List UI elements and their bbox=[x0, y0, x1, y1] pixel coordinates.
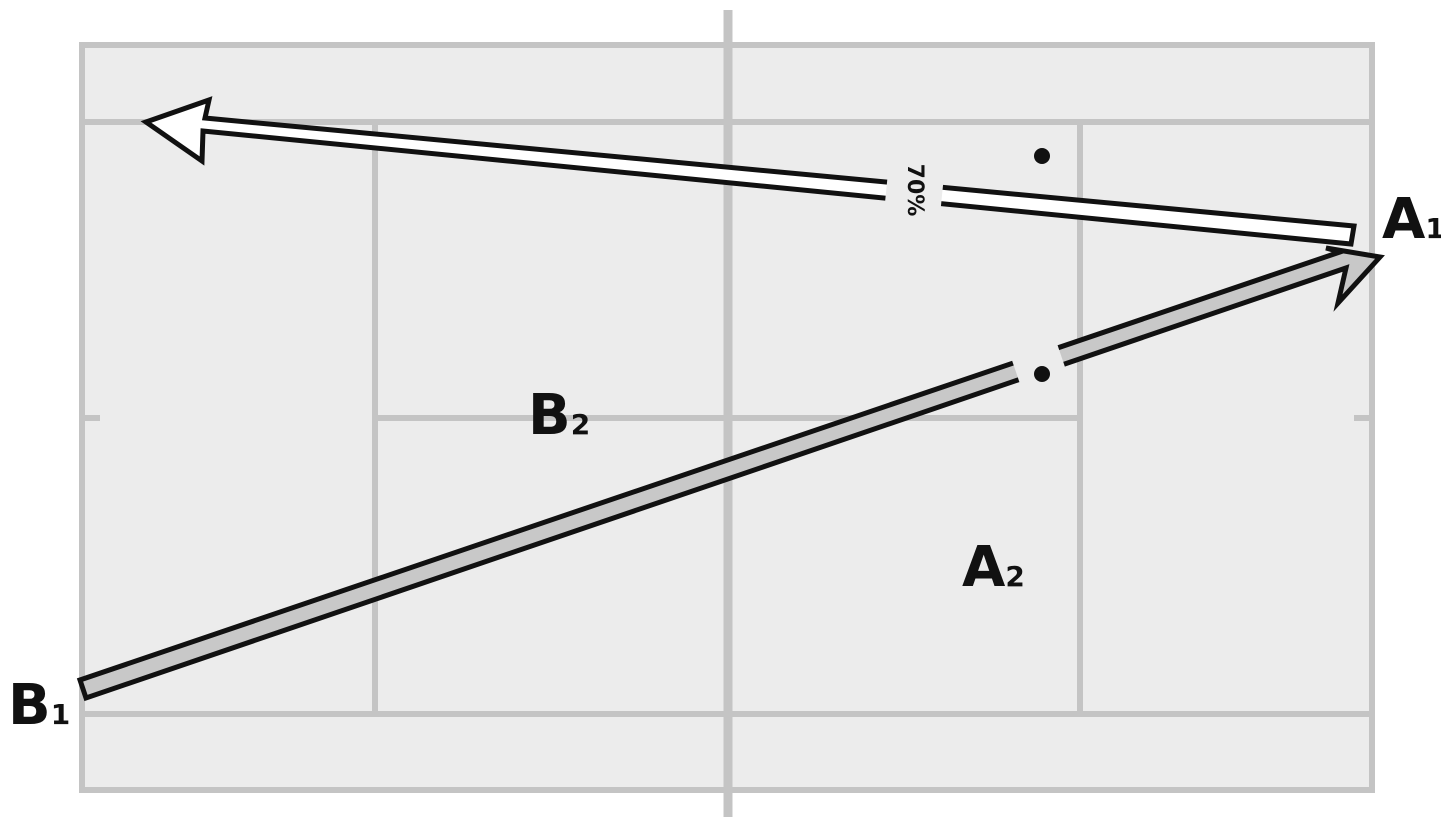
label-gap bbox=[882, 157, 946, 231]
shot-percentage-label: 70% bbox=[902, 164, 927, 217]
player-label-a2: A2 bbox=[962, 535, 1025, 600]
player-label-a1: A1 bbox=[1382, 187, 1441, 252]
court-lines bbox=[79, 10, 1375, 817]
player-label-b2: B2 bbox=[528, 383, 590, 448]
player-label-b1: B1 bbox=[8, 673, 70, 738]
clear-shot-arrow bbox=[140, 96, 1357, 247]
landing-spot-upper bbox=[1034, 148, 1050, 164]
landing-spot-lower bbox=[1034, 366, 1050, 382]
